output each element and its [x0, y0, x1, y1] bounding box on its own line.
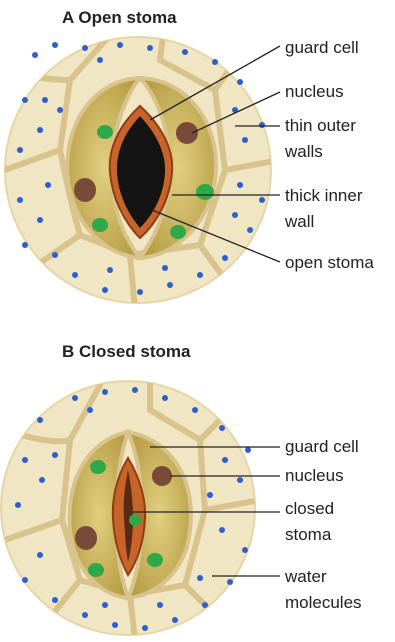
label-thin-outer-walls-a-line1: thin outer: [285, 115, 356, 137]
label-guard-cell-a: guard cell: [285, 37, 359, 59]
closed-stoma-diagram: [1, 380, 280, 640]
label-closed-stoma-b-line1: closed: [285, 498, 334, 520]
label-nucleus-b: nucleus: [285, 465, 344, 487]
nucleus-left-a: [74, 178, 96, 202]
label-nucleus-a: nucleus: [285, 81, 344, 103]
label-water-molecules-b-line1: water: [285, 566, 327, 588]
open-stoma-diagram: [5, 20, 280, 310]
nucleus-right-a: [176, 122, 198, 144]
label-thick-inner-wall-a-line2: wall: [285, 211, 314, 233]
label-guard-cell-b: guard cell: [285, 436, 359, 458]
label-open-stoma-a: open stoma: [285, 252, 374, 274]
nucleus-right-b: [152, 466, 172, 486]
nucleus-left-b: [75, 526, 97, 550]
label-closed-stoma-b-line2: stoma: [285, 524, 331, 546]
label-thin-outer-walls-a-line2: walls: [285, 141, 323, 163]
label-water-molecules-b-line2: molecules: [285, 592, 362, 614]
label-thick-inner-wall-a-line1: thick inner: [285, 185, 362, 207]
